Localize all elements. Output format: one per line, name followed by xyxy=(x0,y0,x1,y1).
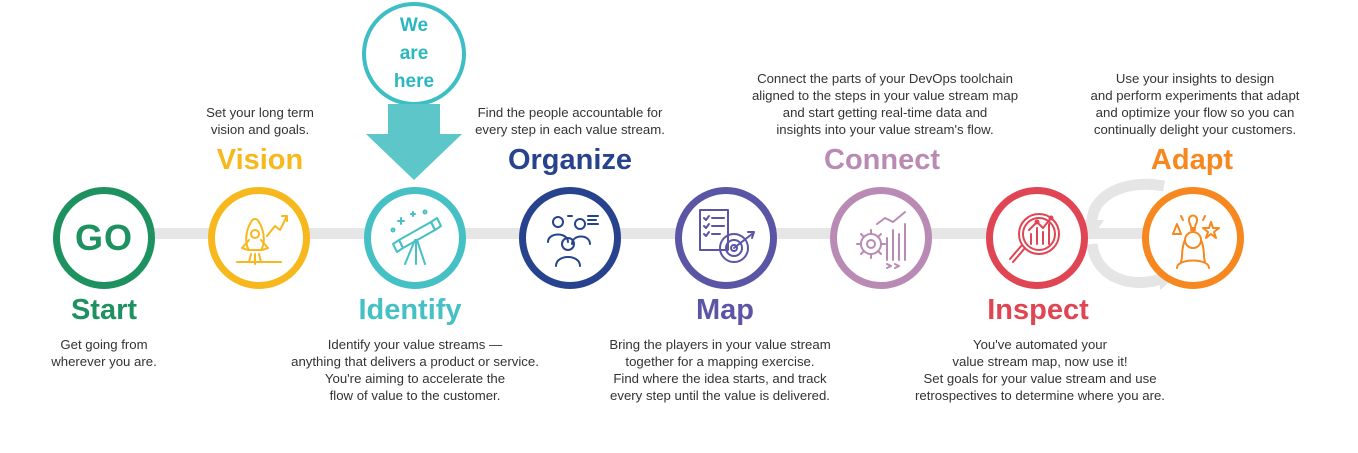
person-idea-icon xyxy=(1172,214,1220,269)
we-are-here-marker: We are here xyxy=(362,2,466,180)
connect-title: Connect xyxy=(824,144,940,176)
cycle-arrows-icon xyxy=(1082,178,1174,290)
vision-description: Set your long term vision and goals. xyxy=(206,105,314,137)
adapt-circle xyxy=(1142,187,1244,289)
map-title: Map xyxy=(696,294,754,326)
map-description: Bring the players in your value stream t… xyxy=(609,337,831,403)
map-circle xyxy=(675,187,777,289)
connect-description: Connect the parts of your DevOps toolcha… xyxy=(751,71,1019,137)
down-arrow-icon xyxy=(366,104,462,180)
gear-chart-icon xyxy=(856,211,906,269)
organize-description: Find the people accountable for every st… xyxy=(475,105,665,137)
identify-title: Identify xyxy=(358,294,462,326)
adapt-description: Use your insights to design and perform … xyxy=(1090,71,1300,137)
inspect-description: You've automated your value stream map, … xyxy=(915,337,1165,403)
start-circle: GO xyxy=(53,187,155,289)
team-icon xyxy=(547,215,599,267)
timeline-track xyxy=(110,228,1200,239)
inspect-title: Inspect xyxy=(987,294,1089,326)
connect-circle xyxy=(830,187,932,289)
vision-title: Vision xyxy=(216,144,304,176)
rocket-icon xyxy=(236,215,288,265)
adapt-title: Adapt xyxy=(1150,144,1234,176)
go-badge: GO xyxy=(74,217,133,258)
start-title: Start xyxy=(70,294,138,326)
identify-description: Identify your value streams — anything t… xyxy=(291,337,539,403)
telescope-icon xyxy=(390,209,442,265)
vision-circle xyxy=(208,187,310,289)
we-are-here-line-3: here xyxy=(393,71,435,92)
target-checklist-icon xyxy=(699,209,755,263)
magnifier-chart-icon xyxy=(1009,213,1060,263)
organize-title: Organize xyxy=(507,144,633,176)
we-are-here-bubble: We are here xyxy=(362,2,466,106)
identify-circle xyxy=(364,187,466,289)
organize-circle xyxy=(519,187,621,289)
we-are-here-line-1: We xyxy=(399,15,429,36)
start-description: Get going from wherever you are. xyxy=(51,337,157,369)
inspect-circle xyxy=(986,187,1088,289)
we-are-here-line-2: are xyxy=(399,43,429,64)
